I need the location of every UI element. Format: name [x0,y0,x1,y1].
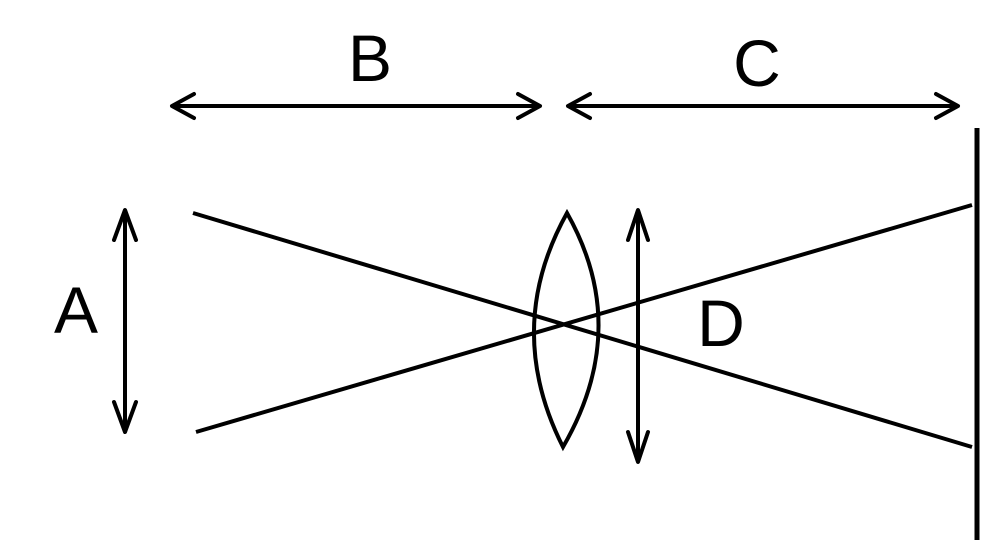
object-height-arrow-a [112,208,138,434]
distance-arrow-c [566,92,960,120]
convex-lens [532,208,601,452]
distance-arrow-b [170,92,542,120]
label-b: B [348,21,392,95]
label-c: C [733,26,781,100]
aperture-arrow-d [626,208,650,464]
light-ray-descending [192,211,973,449]
light-ray-ascending [195,203,973,434]
label-a: A [54,273,98,347]
label-d: D [697,286,745,360]
